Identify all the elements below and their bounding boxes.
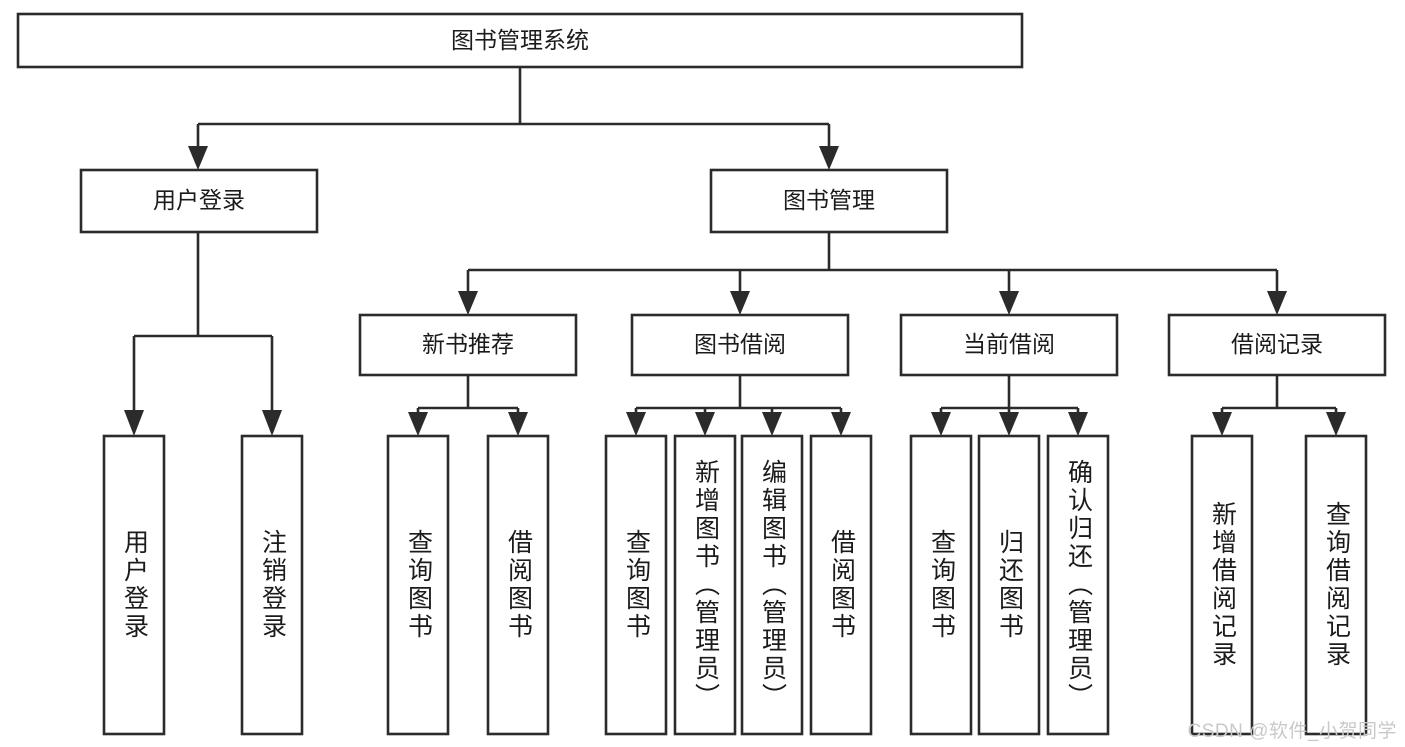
arrowhead-current bbox=[999, 291, 1019, 315]
arrowhead-user-login bbox=[188, 146, 208, 170]
node-label-book-management: 图书管理 bbox=[783, 187, 875, 213]
leaf-box-records-2[interactable] bbox=[1304, 434, 1368, 736]
leaf-box-current-2[interactable] bbox=[977, 434, 1041, 736]
arrowhead-borrow bbox=[730, 291, 750, 315]
leaf-box-records-1[interactable] bbox=[1190, 434, 1254, 736]
arrowhead-book-mgmt bbox=[819, 146, 839, 170]
arrowhead-leaf-current-2 bbox=[999, 412, 1019, 436]
node-label-new-book-recommend: 新书推荐 bbox=[422, 331, 514, 357]
arrowhead-leaf-borrow-1 bbox=[626, 412, 646, 436]
arrowhead-leaf-current-1 bbox=[931, 412, 951, 436]
leaf-box-borrow-4[interactable] bbox=[809, 434, 873, 736]
arrowhead-leaf-user-login-2 bbox=[262, 410, 282, 436]
leaf-box-borrow-2[interactable] bbox=[673, 434, 737, 736]
arrowhead-leaf-user-login-1 bbox=[124, 410, 144, 436]
arrowhead-leaf-current-3 bbox=[1068, 412, 1088, 436]
page-title: 图书管理系统 bbox=[451, 27, 589, 53]
node-root[interactable] bbox=[16, 12, 1024, 69]
node-user-login[interactable] bbox=[79, 168, 319, 234]
arrowhead-leaf-borrow-2 bbox=[695, 412, 715, 436]
arrowhead-records bbox=[1267, 291, 1287, 315]
watermark: CSDN @软件_小贺同学 bbox=[1187, 721, 1397, 742]
leaf-box-new-book-2[interactable] bbox=[486, 434, 550, 736]
leaf-box-user-login-2[interactable] bbox=[240, 434, 304, 736]
leaf-box-current-1[interactable] bbox=[909, 434, 973, 736]
node-new-book-recommend[interactable] bbox=[358, 313, 578, 377]
node-label-user-login: 用户登录 bbox=[153, 187, 245, 213]
node-boxes bbox=[16, 12, 1387, 377]
arrowhead-leaf-new-book-1 bbox=[408, 412, 428, 436]
leaf-box-borrow-1[interactable] bbox=[604, 434, 668, 736]
arrowhead-leaf-records-1 bbox=[1212, 412, 1232, 436]
node-label-borrow-records: 借阅记录 bbox=[1231, 331, 1323, 357]
node-book-borrow[interactable] bbox=[630, 313, 850, 377]
node-book-management[interactable] bbox=[709, 168, 949, 234]
leaf-box-new-book-1[interactable] bbox=[386, 434, 450, 736]
arrowhead-leaf-borrow-3 bbox=[762, 412, 782, 436]
arrowhead-new-book bbox=[458, 291, 478, 315]
leaf-box-borrow-3[interactable] bbox=[740, 434, 804, 736]
arrowhead-leaf-borrow-4 bbox=[831, 412, 851, 436]
node-current-borrow[interactable] bbox=[899, 313, 1119, 377]
leaf-boxes bbox=[102, 434, 1368, 736]
connectors bbox=[124, 67, 1346, 436]
node-label-current-borrow: 当前借阅 bbox=[963, 331, 1055, 357]
arrowhead-leaf-new-book-2 bbox=[508, 412, 528, 436]
node-label-book-borrow: 图书借阅 bbox=[694, 331, 786, 357]
node-borrow-records[interactable] bbox=[1167, 313, 1387, 377]
node-labels: 图书管理系统 用户登录 图书管理 新书推荐 图书借阅 当前借阅 借阅记录 bbox=[153, 27, 1323, 357]
leaf-box-current-3[interactable] bbox=[1046, 434, 1110, 736]
leaf-box-user-login-1[interactable] bbox=[102, 434, 166, 736]
arrowhead-leaf-records-2 bbox=[1326, 412, 1346, 436]
